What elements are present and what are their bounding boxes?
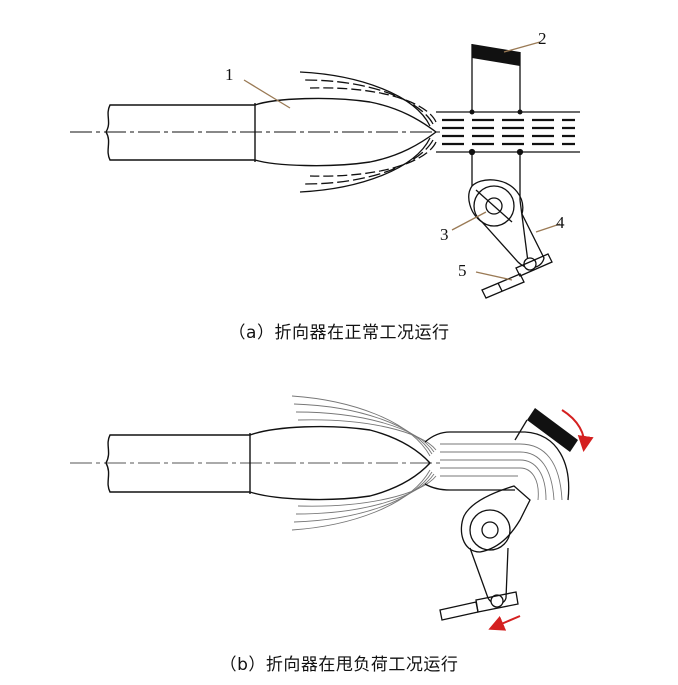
caption-panel-a: （a）折向器在正常工况运行 [228, 323, 450, 343]
deflector-pivot-3 [468, 179, 545, 269]
jet-core-dashes [442, 118, 575, 146]
nozzle-pipe [105, 103, 256, 162]
needle-spear [254, 97, 438, 167]
callout-1: 1 [225, 65, 234, 84]
needle-spear-b [249, 425, 431, 501]
deflector-pivot-b [460, 485, 531, 605]
linkage-arm-4 [515, 199, 553, 277]
jet-deflected-boundary [424, 431, 570, 501]
motion-arrow-rod [488, 615, 521, 631]
callout-3: 3 [440, 225, 449, 244]
callout-4: 4 [556, 213, 565, 232]
deflector-frame [468, 148, 524, 200]
bucket-2-b [514, 408, 578, 452]
actuator-rod-b [439, 591, 519, 621]
panel-a-normal-operation: 1 2 3 4 5 [70, 29, 580, 299]
bucket-2 [469, 44, 523, 115]
caption-panel-b: （b）折向器在甩负荷工况运行 [219, 655, 459, 675]
panel-b-load-rejection [70, 395, 594, 631]
callout-2: 2 [538, 29, 547, 48]
nozzle-pipe-b [105, 433, 251, 494]
jet-deflected-streamlines [291, 395, 563, 531]
callout-5: 5 [458, 261, 467, 280]
leader-lines [243, 41, 561, 281]
rotation-arrow-bucket [561, 409, 594, 452]
jet-streamlines [299, 71, 580, 193]
